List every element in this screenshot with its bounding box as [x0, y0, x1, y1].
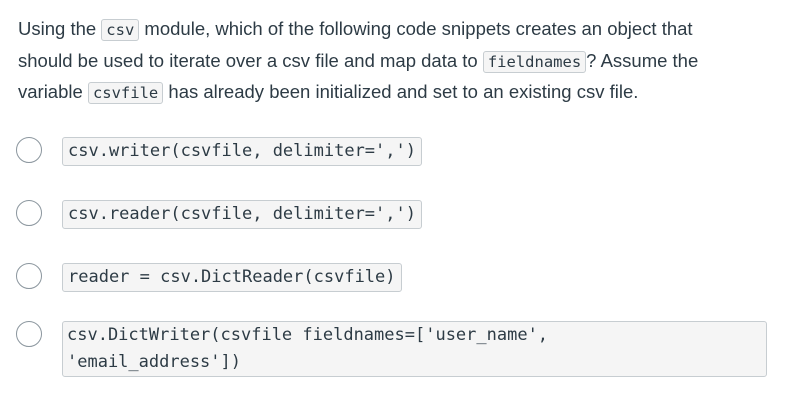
answer-code-4-line-2: 'email_address']): [67, 352, 241, 372]
answer-radio-3[interactable]: [16, 263, 42, 289]
answer-option-3[interactable]: reader = csv.DictReader(csvfile): [16, 263, 402, 292]
question-line-2: should be used to iterate over a csv fil…: [18, 49, 699, 73]
question-text: Using the csv module, which of the follo…: [18, 14, 778, 109]
inline-code-csvfile: csvfile: [87, 82, 164, 104]
answer-option-2[interactable]: csv.reader(csvfile, delimiter=','): [16, 200, 422, 229]
inline-code-csv: csv: [101, 19, 140, 41]
answer-code-3: reader = csv.DictReader(csvfile): [62, 263, 402, 292]
answer-code-4: csv.DictWriter(csvfile fieldnames=['user…: [62, 321, 767, 377]
answer-option-1[interactable]: csv.writer(csvfile, delimiter=','): [16, 137, 422, 166]
question-line-3: variable csvfile has already been initia…: [18, 81, 639, 104]
answer-radio-1[interactable]: [16, 137, 42, 163]
question-line-1: Using the csv module, which of the follo…: [18, 18, 693, 41]
answer-code-1: csv.writer(csvfile, delimiter=','): [62, 137, 422, 166]
inline-code-fieldnames: fieldnames: [482, 50, 587, 73]
answer-radio-2[interactable]: [16, 200, 42, 226]
answer-radio-4[interactable]: [16, 321, 42, 347]
answer-option-4[interactable]: csv.DictWriter(csvfile fieldnames=['user…: [16, 321, 767, 377]
answer-code-2: csv.reader(csvfile, delimiter=','): [62, 200, 422, 229]
answer-code-4-line-1: csv.DictWriter(csvfile fieldnames=['user…: [67, 325, 549, 345]
